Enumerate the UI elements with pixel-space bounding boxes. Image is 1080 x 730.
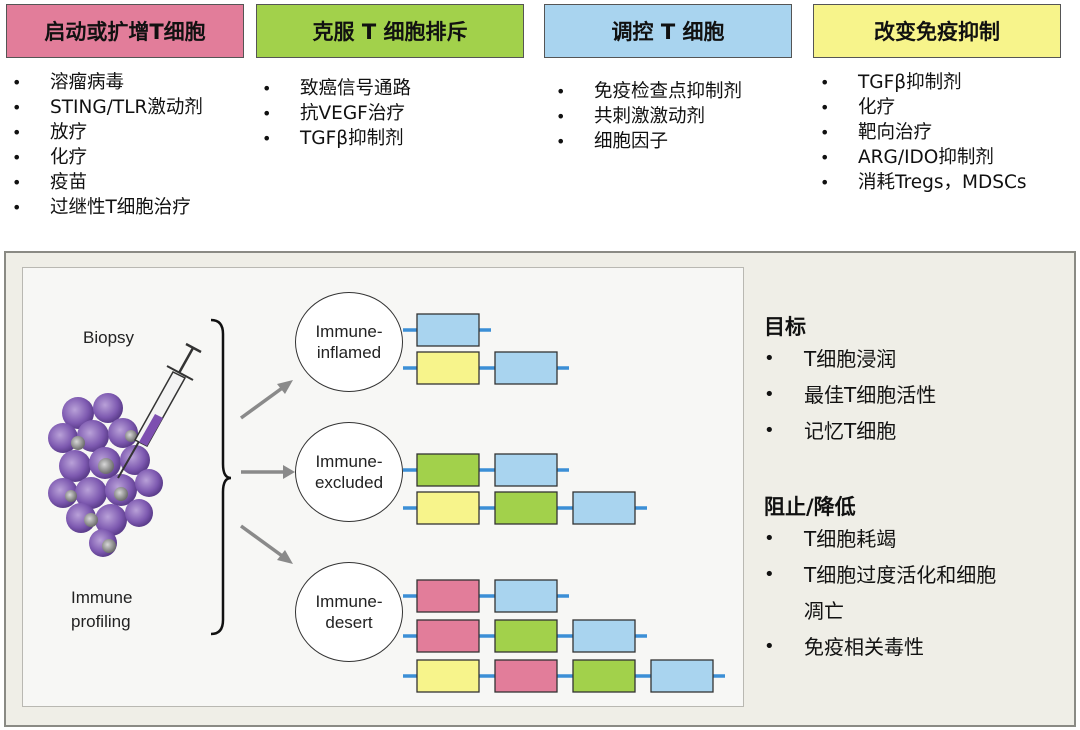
profiling-line-2: profiling xyxy=(71,612,131,631)
marker-box-yellow xyxy=(416,659,480,693)
list-item: 免疫检查点抑制剂 xyxy=(556,79,742,104)
list-item: 化疗 xyxy=(820,95,1027,120)
list-item: 消耗Tregs，MDSCs xyxy=(820,170,1027,195)
arrow-to-inflamed-icon xyxy=(239,380,293,420)
category-header-suppression: 改变免疫抑制 xyxy=(813,4,1061,58)
arrow-to-excluded-icon xyxy=(241,465,295,479)
list-item: T细胞耗竭 xyxy=(764,521,996,557)
list-item: 溶瘤病毒 xyxy=(12,70,203,95)
marker-box-green xyxy=(416,453,480,487)
marker-box-blue xyxy=(650,659,714,693)
category-header-exclusion: 克服 T 细胞排斥 xyxy=(256,4,524,58)
marker-box-blue xyxy=(572,491,636,525)
marker-box-yellow xyxy=(416,491,480,525)
list-item: T细胞过度活化和细胞 凋亡 xyxy=(764,557,996,629)
category-list-modulate: 免疫检查点抑制剂 共刺激激动剂 细胞因子 xyxy=(556,79,742,154)
category-header-modulate: 调控 T 细胞 xyxy=(544,4,792,58)
immune-profiling-figure: Biopsy Immune profiling Immune- inflamed… xyxy=(22,267,744,707)
phenotype-marker-rows xyxy=(403,313,725,693)
marker-box-pink xyxy=(416,579,480,613)
marker-box-yellow xyxy=(416,351,480,385)
marker-box-green xyxy=(572,659,636,693)
prevent-list: T细胞耗竭 T细胞过度活化和细胞 凋亡 免疫相关毒性 xyxy=(764,521,996,665)
phenotype-label: desert xyxy=(325,613,373,632)
bottom-panel: Biopsy Immune profiling Immune- inflamed… xyxy=(4,251,1076,727)
immune-profiling-label: Immune profiling xyxy=(71,586,132,634)
list-item: ARG/IDO抑制剂 xyxy=(820,145,1027,170)
list-item: 细胞因子 xyxy=(556,129,742,154)
marker-box-pink xyxy=(416,619,480,653)
goals-list: T细胞浸润 最佳T细胞活性 记忆T细胞 xyxy=(764,341,936,449)
phenotype-label: Immune- xyxy=(315,592,383,611)
phenotype-label: inflamed xyxy=(316,343,382,362)
phenotype-inflamed: Immune- inflamed xyxy=(295,292,403,392)
list-item: STING/TLR激动剂 xyxy=(12,95,203,120)
category-list-prime: 溶瘤病毒 STING/TLR激动剂 放疗 化疗 疫苗 过继性T细胞治疗 xyxy=(12,70,203,220)
marker-box-blue xyxy=(494,579,558,613)
marker-box-green xyxy=(494,491,558,525)
category-list-exclusion: 致癌信号通路 抗VEGF治疗 TGFβ抑制剂 xyxy=(262,76,411,151)
phenotype-label: Immune- xyxy=(315,322,383,341)
marker-box-blue xyxy=(572,619,636,653)
list-item: 免疫相关毒性 xyxy=(764,629,996,665)
tumor-cells-icon xyxy=(48,393,163,557)
profiling-line-1: Immune xyxy=(71,588,133,607)
list-item: 记忆T细胞 xyxy=(764,413,936,449)
list-item: 疫苗 xyxy=(12,170,203,195)
goals-title: 目标 xyxy=(764,315,806,339)
list-item: TGFβ抑制剂 xyxy=(820,70,1027,95)
marker-box-pink xyxy=(494,659,558,693)
list-item: 致癌信号通路 xyxy=(262,76,411,101)
list-item: T细胞浸润 xyxy=(764,341,936,377)
figure-graphics xyxy=(48,313,725,693)
biopsy-label: Biopsy xyxy=(83,328,135,347)
list-item-text: T细胞过度活化和细胞 xyxy=(804,563,997,587)
marker-box-blue xyxy=(494,351,558,385)
marker-box-blue xyxy=(494,453,558,487)
category-list-suppression: TGFβ抑制剂 化疗 靶向治疗 ARG/IDO抑制剂 消耗Tregs，MDSCs xyxy=(820,70,1027,195)
list-item: 靶向治疗 xyxy=(820,120,1027,145)
arrow-to-desert-icon xyxy=(239,524,293,564)
list-item: 过继性T细胞治疗 xyxy=(12,195,203,220)
list-item: 化疗 xyxy=(12,145,203,170)
list-item: 抗VEGF治疗 xyxy=(262,101,411,126)
phenotype-label: Immune- xyxy=(315,452,383,471)
phenotype-label: excluded xyxy=(314,473,384,492)
syringe-icon xyxy=(117,342,202,479)
list-item-text: 凋亡 xyxy=(804,599,844,623)
list-item: 共刺激激动剂 xyxy=(556,104,742,129)
list-item: 放疗 xyxy=(12,120,203,145)
marker-box-green xyxy=(494,619,558,653)
prevent-title: 阻止/降低 xyxy=(764,495,856,519)
marker-box-blue xyxy=(416,313,480,347)
list-item: TGFβ抑制剂 xyxy=(262,126,411,151)
phenotype-desert: Immune- desert xyxy=(295,562,403,662)
list-item-text: T细胞耗竭 xyxy=(804,527,897,551)
phenotype-excluded: Immune- excluded xyxy=(295,422,403,522)
list-item-text: 免疫相关毒性 xyxy=(804,635,924,659)
brace-icon xyxy=(210,318,232,636)
list-item: 最佳T细胞活性 xyxy=(764,377,936,413)
category-header-prime: 启动或扩增T细胞 xyxy=(6,4,244,58)
